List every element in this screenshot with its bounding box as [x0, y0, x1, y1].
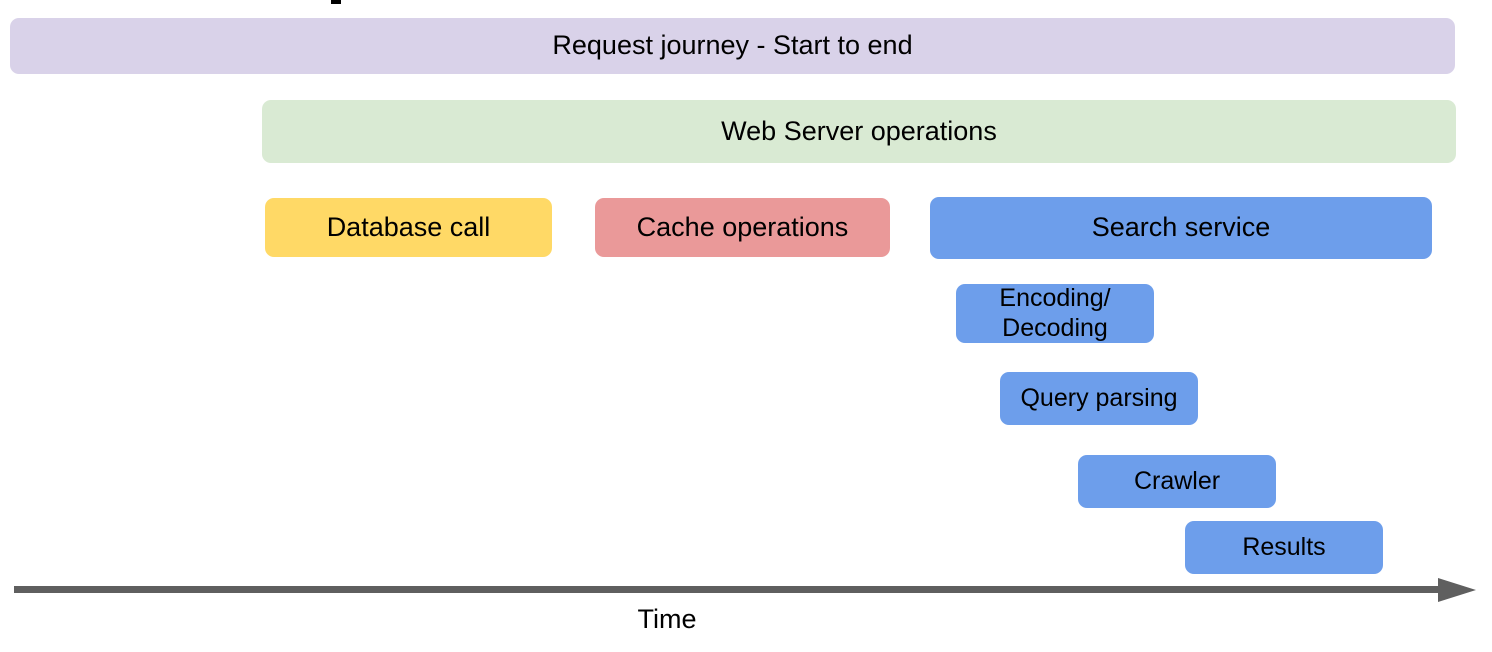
bar-query-parsing[interactable]: Query parsing — [1000, 372, 1198, 425]
bar-results[interactable]: Results — [1185, 521, 1383, 574]
bar-request-journey[interactable]: Request journey - Start to end — [10, 18, 1455, 74]
bar-search-service-label: Search service — [1091, 212, 1271, 243]
bar-database-call[interactable]: Database call — [265, 198, 552, 257]
bar-database-call-label: Database call — [326, 211, 491, 242]
time-axis-label: Time — [637, 604, 697, 634]
bar-web-server-operations[interactable]: Web Server operations — [262, 100, 1456, 163]
right-arrow-icon — [1438, 578, 1476, 602]
bar-encoding-decoding[interactable]: Encoding/ Decoding — [956, 284, 1154, 343]
bar-query-parsing-label: Query parsing — [1020, 383, 1178, 412]
time-axis-line — [14, 586, 1440, 593]
bar-web-server-operations-label: Web Server operations — [721, 115, 997, 146]
bar-results-label: Results — [1242, 532, 1326, 561]
bar-request-journey-label: Request journey - Start to end — [552, 30, 913, 61]
clipped-title-fragment — [331, 0, 341, 4]
bar-encoding-decoding-label: Encoding/ Decoding — [999, 284, 1111, 342]
bar-crawler[interactable]: Crawler — [1078, 455, 1276, 508]
bar-cache-operations[interactable]: Cache operations — [595, 198, 890, 257]
bar-search-service[interactable]: Search service — [930, 197, 1432, 259]
bar-cache-operations-label: Cache operations — [636, 211, 849, 242]
bar-crawler-label: Crawler — [1133, 466, 1221, 495]
time-axis — [14, 578, 1477, 602]
